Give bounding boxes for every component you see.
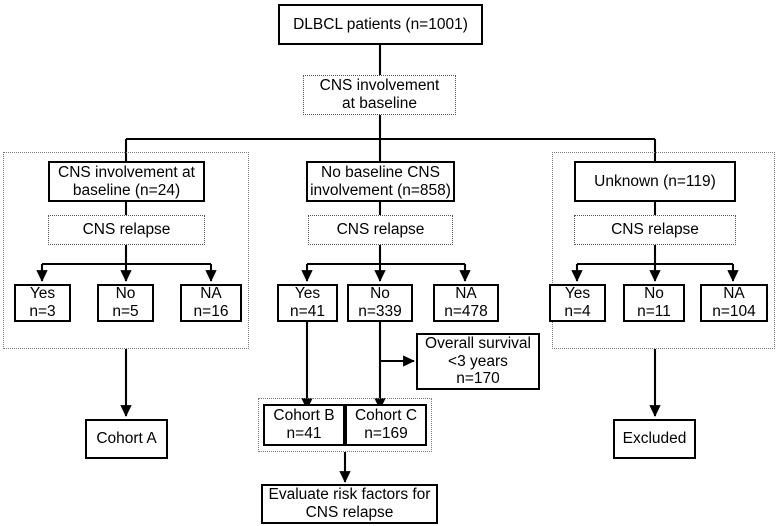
node-evaluate-risk-factors: Evaluate risk factors for CNS relapse bbox=[261, 484, 438, 524]
node-cohort-c: Cohort C n=169 bbox=[345, 404, 427, 446]
node-center-outcome-yes: Yes n=41 bbox=[277, 284, 338, 322]
node-center-cns-relapse-label: CNS relapse bbox=[336, 221, 425, 239]
node-left-outcome-no-count: n=5 bbox=[112, 303, 139, 320]
node-right-cns-relapse: CNS relapse bbox=[574, 215, 736, 245]
node-evaluate-risk-factors-line1: Evaluate risk factors for bbox=[268, 486, 431, 504]
node-left-outcome-yes-label: Yes bbox=[29, 285, 56, 303]
node-right-outcome-yes-label: Yes bbox=[564, 285, 591, 303]
group-cns-involved bbox=[3, 152, 249, 349]
node-center-outcome-na-count: n=478 bbox=[444, 303, 488, 320]
node-center-outcome-na-label: NA bbox=[455, 285, 477, 303]
node-center-header-line1: No baseline CNS bbox=[321, 163, 440, 181]
node-left-outcome-na: NA n=16 bbox=[180, 284, 242, 322]
node-root-population: DLBCL patients (n=1001) bbox=[278, 4, 483, 45]
node-right-outcome-no: No n=11 bbox=[623, 284, 685, 322]
node-screening-cns-baseline: CNS involvement at baseline bbox=[303, 75, 456, 115]
node-center-header: No baseline CNS involvement (n=858) bbox=[306, 161, 455, 202]
node-left-outcome-na-count: n=16 bbox=[193, 303, 229, 320]
node-left-cns-relapse-label: CNS relapse bbox=[82, 221, 171, 239]
node-center-cns-relapse: CNS relapse bbox=[308, 215, 453, 245]
node-cohort-b: Cohort B n=41 bbox=[263, 404, 345, 446]
node-left-outcome-no: No n=5 bbox=[97, 284, 154, 322]
node-left-header-line1: CNS involvement at bbox=[58, 163, 195, 181]
node-overall-survival-line1: Overall survival bbox=[425, 334, 531, 352]
node-cohort-c-label: Cohort C bbox=[354, 407, 418, 425]
node-left-outcome-na-label: NA bbox=[200, 285, 222, 303]
node-right-outcome-na: NA n=104 bbox=[700, 284, 768, 322]
node-right-outcome-no-count: n=11 bbox=[637, 303, 671, 320]
node-left-header: CNS involvement at baseline (n=24) bbox=[48, 161, 205, 202]
node-left-outcome-yes: Yes n=3 bbox=[14, 284, 71, 322]
node-right-header: Unknown (n=119) bbox=[574, 161, 736, 202]
node-center-outcome-no-count: n=339 bbox=[358, 303, 402, 320]
node-center-outcome-no: No n=339 bbox=[347, 284, 413, 322]
node-root-population-label: DLBCL patients (n=1001) bbox=[293, 15, 468, 33]
group-unknown-baseline bbox=[552, 152, 775, 349]
node-right-outcome-na-count: n=104 bbox=[712, 303, 756, 320]
node-evaluate-risk-factors-line2: CNS relapse bbox=[305, 504, 394, 521]
node-excluded: Excluded bbox=[613, 419, 696, 459]
node-center-outcome-yes-count: n=41 bbox=[290, 303, 325, 320]
node-cohort-a: Cohort A bbox=[85, 419, 168, 459]
node-excluded-label: Excluded bbox=[622, 430, 687, 448]
node-right-outcome-yes-count: n=4 bbox=[564, 303, 591, 320]
node-center-outcome-na: NA n=478 bbox=[433, 284, 499, 322]
node-overall-survival-line3: n=170 bbox=[456, 370, 500, 388]
node-cohort-c-count: n=169 bbox=[364, 425, 408, 442]
node-left-cns-relapse: CNS relapse bbox=[48, 215, 205, 245]
node-left-header-line2: baseline (n=24) bbox=[72, 181, 181, 199]
node-center-outcome-yes-label: Yes bbox=[294, 285, 321, 303]
node-right-outcome-na-label: NA bbox=[723, 285, 745, 303]
node-left-outcome-yes-count: n=3 bbox=[29, 303, 56, 320]
node-left-outcome-no-label: No bbox=[115, 285, 136, 303]
node-right-cns-relapse-label: CNS relapse bbox=[611, 221, 699, 239]
node-screening-line2: at baseline bbox=[342, 95, 417, 112]
node-right-header-line1: Unknown (n=119) bbox=[594, 172, 716, 190]
node-overall-survival: Overall survival <3 years n=170 bbox=[416, 333, 540, 390]
node-right-outcome-yes: Yes n=4 bbox=[549, 284, 606, 322]
node-screening-line1: CNS involvement bbox=[319, 77, 440, 95]
node-center-header-line2: involvement (n=858) bbox=[310, 181, 451, 199]
node-right-outcome-no-label: No bbox=[644, 285, 664, 303]
node-cohort-a-label: Cohort A bbox=[96, 430, 157, 448]
group-analysis-cohorts bbox=[258, 398, 432, 452]
node-cohort-b-count: n=41 bbox=[286, 425, 322, 442]
node-cohort-b-label: Cohort B bbox=[273, 407, 335, 425]
node-overall-survival-line2: <3 years bbox=[448, 352, 508, 370]
node-center-outcome-no-label: No bbox=[370, 285, 390, 303]
